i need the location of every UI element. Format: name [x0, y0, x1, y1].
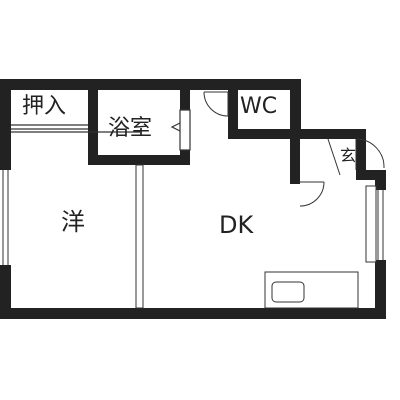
window-left	[0, 170, 11, 265]
partition	[135, 164, 144, 309]
entrance-step	[327, 138, 341, 176]
entrance-label: 玄	[340, 146, 357, 165]
window-right	[365, 185, 386, 263]
closet-label: 押入	[22, 94, 67, 119]
bath-door	[170, 109, 191, 151]
dk-label: DK	[219, 211, 254, 239]
entrance-door	[355, 138, 385, 170]
kitchen-counter	[264, 271, 359, 309]
dk-door	[299, 181, 325, 207]
bath-label: 浴室	[108, 116, 153, 141]
closet-shelf	[11, 124, 140, 133]
wc-door	[203, 91, 229, 117]
western-room-label: 洋	[61, 208, 85, 236]
toilet-label: WC	[240, 94, 278, 119]
